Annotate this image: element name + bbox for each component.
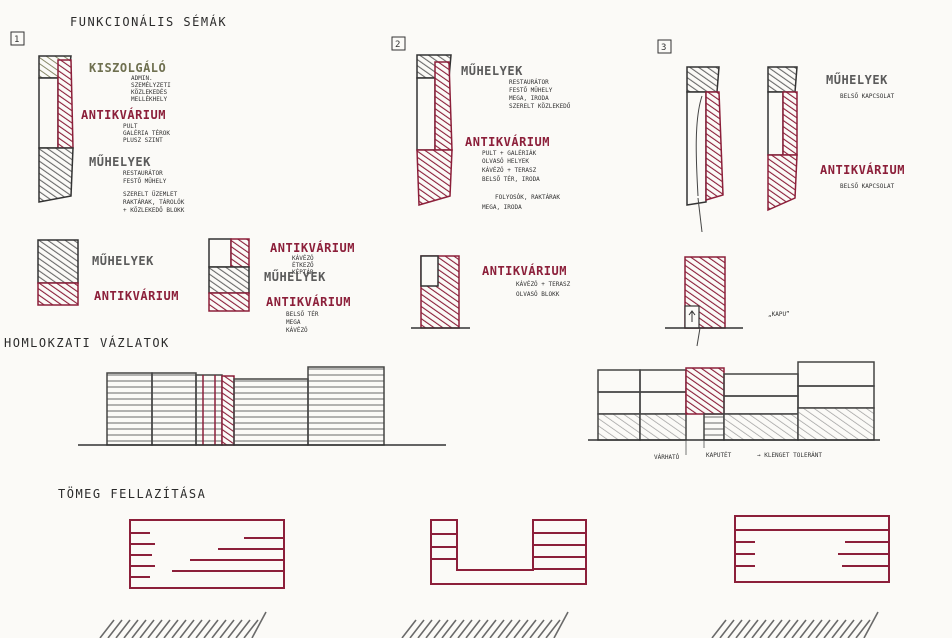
facade-label: KAPUTÉT [706, 451, 732, 459]
label-workshops: MŰHELYEK [264, 269, 326, 284]
antiquarium-notes: PULT GALÉRIA TÉROK PLUSZ SZINT [123, 123, 170, 144]
note: OLVASÓ HELYEK [482, 158, 529, 165]
label-workshops: MŰHELYEK [826, 72, 888, 87]
note: RESTAURÁTOR [509, 79, 549, 86]
service-notes: ADMIN. SZEMÉLYZETI KÖZLEKEDÉS MELLÉKHELY [131, 75, 171, 103]
label-antiquarium: ANTIKVÁRIUM [81, 107, 166, 122]
note: FESTŐ MŰHELY [123, 178, 167, 185]
scheme-number: 2 [395, 40, 400, 50]
note: ÉTKEZŐ [292, 261, 314, 269]
note: + KÖZLEKEDŐ BLOKK [123, 207, 185, 214]
note: KÁVÉZÓ + TERASZ [482, 166, 537, 174]
note: BELSŐ TÉR, IRODA [482, 175, 540, 183]
note: BELSŐ KAPCSOLAT [840, 93, 895, 100]
scheme-3: 3 MŰHELYEK BELSŐ KAPCSOLAT ANTIKVÁRIUM B… [658, 40, 905, 346]
note: MEGA [286, 319, 301, 326]
mass-plan-1 [130, 520, 284, 588]
label-workshops: MŰHELYEK [89, 154, 151, 169]
label-workshops: MŰHELYEK [92, 253, 154, 268]
mass-plan-3 [735, 516, 889, 582]
note: MEGA, IRODA [482, 204, 522, 211]
scheme-number: 1 [14, 35, 19, 45]
facade-label: VÁRHATÓ [654, 454, 680, 461]
note: KÁVÉZÓ [286, 326, 308, 334]
label-antiquarium: ANTIKVÁRIUM [266, 294, 351, 309]
heading-facade-sketches: HOMLOKZATI VÁZLATOK [4, 335, 170, 350]
gate-note: „KAPU” [768, 311, 790, 318]
note: MELLÉKHELY [131, 95, 168, 103]
label-antiquarium: ANTIKVÁRIUM [820, 162, 905, 177]
note: PLUSZ SZINT [123, 137, 163, 144]
scheme-2: 2 MŰHELYEK RESTAURÁTOR FESTŐ MŰHELY MEGA… [392, 37, 571, 328]
note: KÁVÉZÓ + TERASZ [516, 280, 571, 288]
mass-plan-2 [431, 520, 586, 584]
note: FESTŐ MŰHELY [509, 87, 553, 94]
note: ADMIN. [131, 75, 153, 82]
facade-sketch-2: VÁRHATÓ KAPUTÉT → KLENGET TOLERÁNT [588, 362, 880, 461]
antiquarium-notes: BELSŐ TÉR MEGA KÁVÉZÓ [286, 310, 319, 334]
section-diagram-1 [39, 56, 73, 202]
note: RESTAURÁTOR [123, 170, 163, 177]
facade-sketch-1 [78, 367, 446, 445]
block-diagram-2 [411, 256, 470, 328]
antiquarium-notes: PULT + GALÉRIÁK OLVASÓ HELYEK KÁVÉZÓ + T… [482, 149, 560, 211]
section-diagram-3b [768, 67, 797, 210]
workshop-notes: RESTAURÁTOR FESTŐ MŰHELY MEGA, IRODA SZE… [509, 79, 571, 110]
note: PULT [123, 123, 138, 130]
note: GALÉRIA TÉROK [123, 129, 170, 137]
terrain-hatching [100, 612, 878, 638]
scheme-number: 3 [661, 43, 666, 53]
section-diagram-3a [687, 67, 723, 232]
note: RAKTÁRAK, TÁROLÓK [123, 199, 185, 206]
note: SZERELT ÜZEMLET [123, 191, 178, 198]
label-service: KISZOLGÁLÓ [89, 60, 166, 75]
note: MEGA, IRODA [509, 95, 549, 102]
note: OLVASÓ BLOKK [516, 291, 560, 298]
note: SZERELT KÖZLEKEDŐ [509, 103, 571, 110]
note: KÁVÉZÓ [292, 254, 314, 262]
block-diagram-1a [38, 240, 78, 305]
note: BELSŐ TÉR [286, 310, 319, 318]
facade-label: → KLENGET TOLERÁNT [757, 452, 822, 459]
note: SZEMÉLYZETI [131, 81, 171, 89]
note: KÖZLEKEDÉS [131, 88, 168, 96]
label-antiquarium: ANTIKVÁRIUM [270, 240, 355, 255]
section-diagram-2 [417, 55, 452, 205]
note: FOLYOSÓK, RAKTÁRAK [495, 194, 560, 201]
block-diagram-1b [209, 239, 249, 311]
label-antiquarium: ANTIKVÁRIUM [94, 288, 179, 303]
label-antiquarium: ANTIKVÁRIUM [482, 263, 567, 278]
label-antiquarium: ANTIKVÁRIUM [465, 134, 550, 149]
heading-functional-schemes: FUNKCIONÁLIS SÉMÁK [70, 14, 227, 29]
note: PULT + GALÉRIÁK [482, 149, 537, 157]
workshop-notes: RESTAURÁTOR FESTŐ MŰHELY SZERELT ÜZEMLET… [123, 170, 185, 214]
label-workshops: MŰHELYEK [461, 63, 523, 78]
scheme-1: 1 KISZOLGÁLÓ ADMIN. SZEMÉLYZETI KÖZLEKED… [11, 32, 355, 334]
note: BELSŐ KAPCSOLAT [840, 183, 895, 190]
heading-mass-loosening: TÖMEG FELLAZÍTÁSA [58, 485, 206, 501]
antiquarium-notes: KÁVÉZÓ + TERASZ OLVASÓ BLOKK [516, 280, 571, 298]
block-diagram-3 [665, 257, 743, 346]
